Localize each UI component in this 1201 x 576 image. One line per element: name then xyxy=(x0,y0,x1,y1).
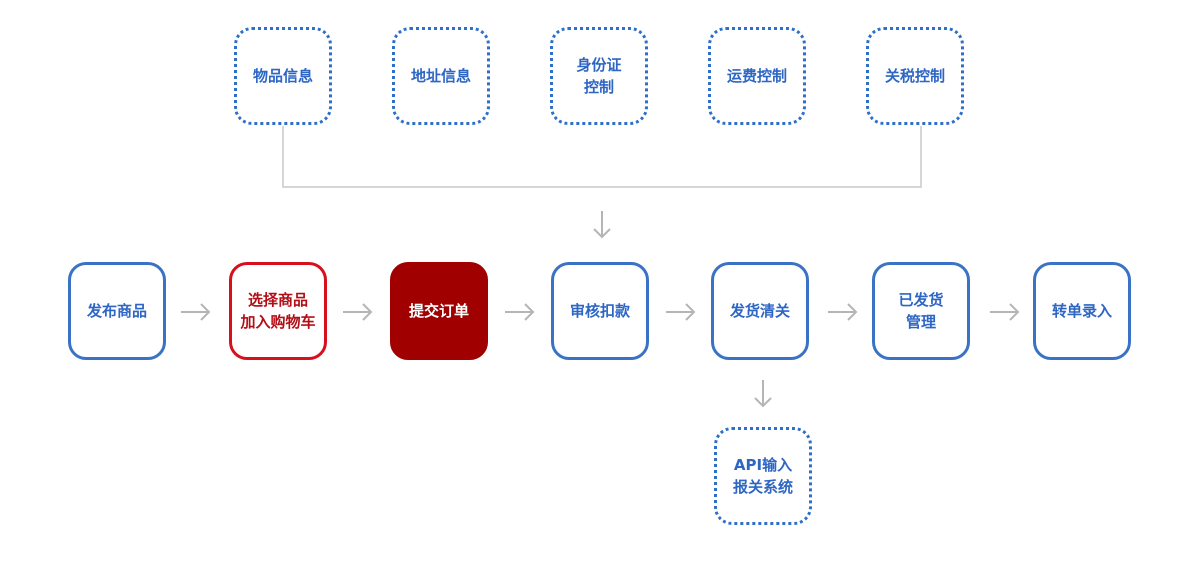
node-label: 物品信息 xyxy=(252,67,313,85)
node-add-to-cart: 选择商品 加入购物车 xyxy=(229,262,327,360)
node-label: 选择商品 加入购物车 xyxy=(240,291,316,331)
node-label: 已发货 管理 xyxy=(898,291,944,331)
node-shipped-management: 已发货 管理 xyxy=(872,262,970,360)
node-item-info: 物品信息 xyxy=(234,27,332,125)
node-label: 地址信息 xyxy=(410,67,471,85)
down-arrow-icon xyxy=(593,211,611,239)
node-shipping-fee-control: 运费控制 xyxy=(708,27,806,125)
top-bracket-line xyxy=(282,126,922,188)
node-label: API输入 报关系统 xyxy=(732,456,793,496)
right-arrow-icon xyxy=(505,303,535,321)
node-review-deduct: 审核扣款 xyxy=(551,262,649,360)
node-api-customs-system: API输入 报关系统 xyxy=(714,427,812,525)
right-arrow-icon xyxy=(181,303,211,321)
right-arrow-icon xyxy=(666,303,696,321)
node-label: 运费控制 xyxy=(726,67,787,85)
right-arrow-icon xyxy=(828,303,858,321)
node-ship-clearance: 发货清关 xyxy=(711,262,809,360)
node-tariff-control: 关税控制 xyxy=(866,27,964,125)
node-label: 关税控制 xyxy=(884,67,945,85)
node-address-info: 地址信息 xyxy=(392,27,490,125)
node-label: 发布商品 xyxy=(86,302,147,320)
right-arrow-icon xyxy=(343,303,373,321)
node-label: 身份证 控制 xyxy=(576,56,622,96)
node-id-control: 身份证 控制 xyxy=(550,27,648,125)
node-label: 审核扣款 xyxy=(569,302,630,320)
down-arrow-icon xyxy=(754,380,772,408)
node-label: 发货清关 xyxy=(729,302,790,320)
right-arrow-icon xyxy=(990,303,1020,321)
node-publish-product: 发布商品 xyxy=(68,262,166,360)
node-transfer-entry: 转单录入 xyxy=(1033,262,1131,360)
node-label: 转单录入 xyxy=(1051,302,1112,320)
node-submit-order: 提交订单 xyxy=(390,262,488,360)
node-label: 提交订单 xyxy=(408,302,469,320)
